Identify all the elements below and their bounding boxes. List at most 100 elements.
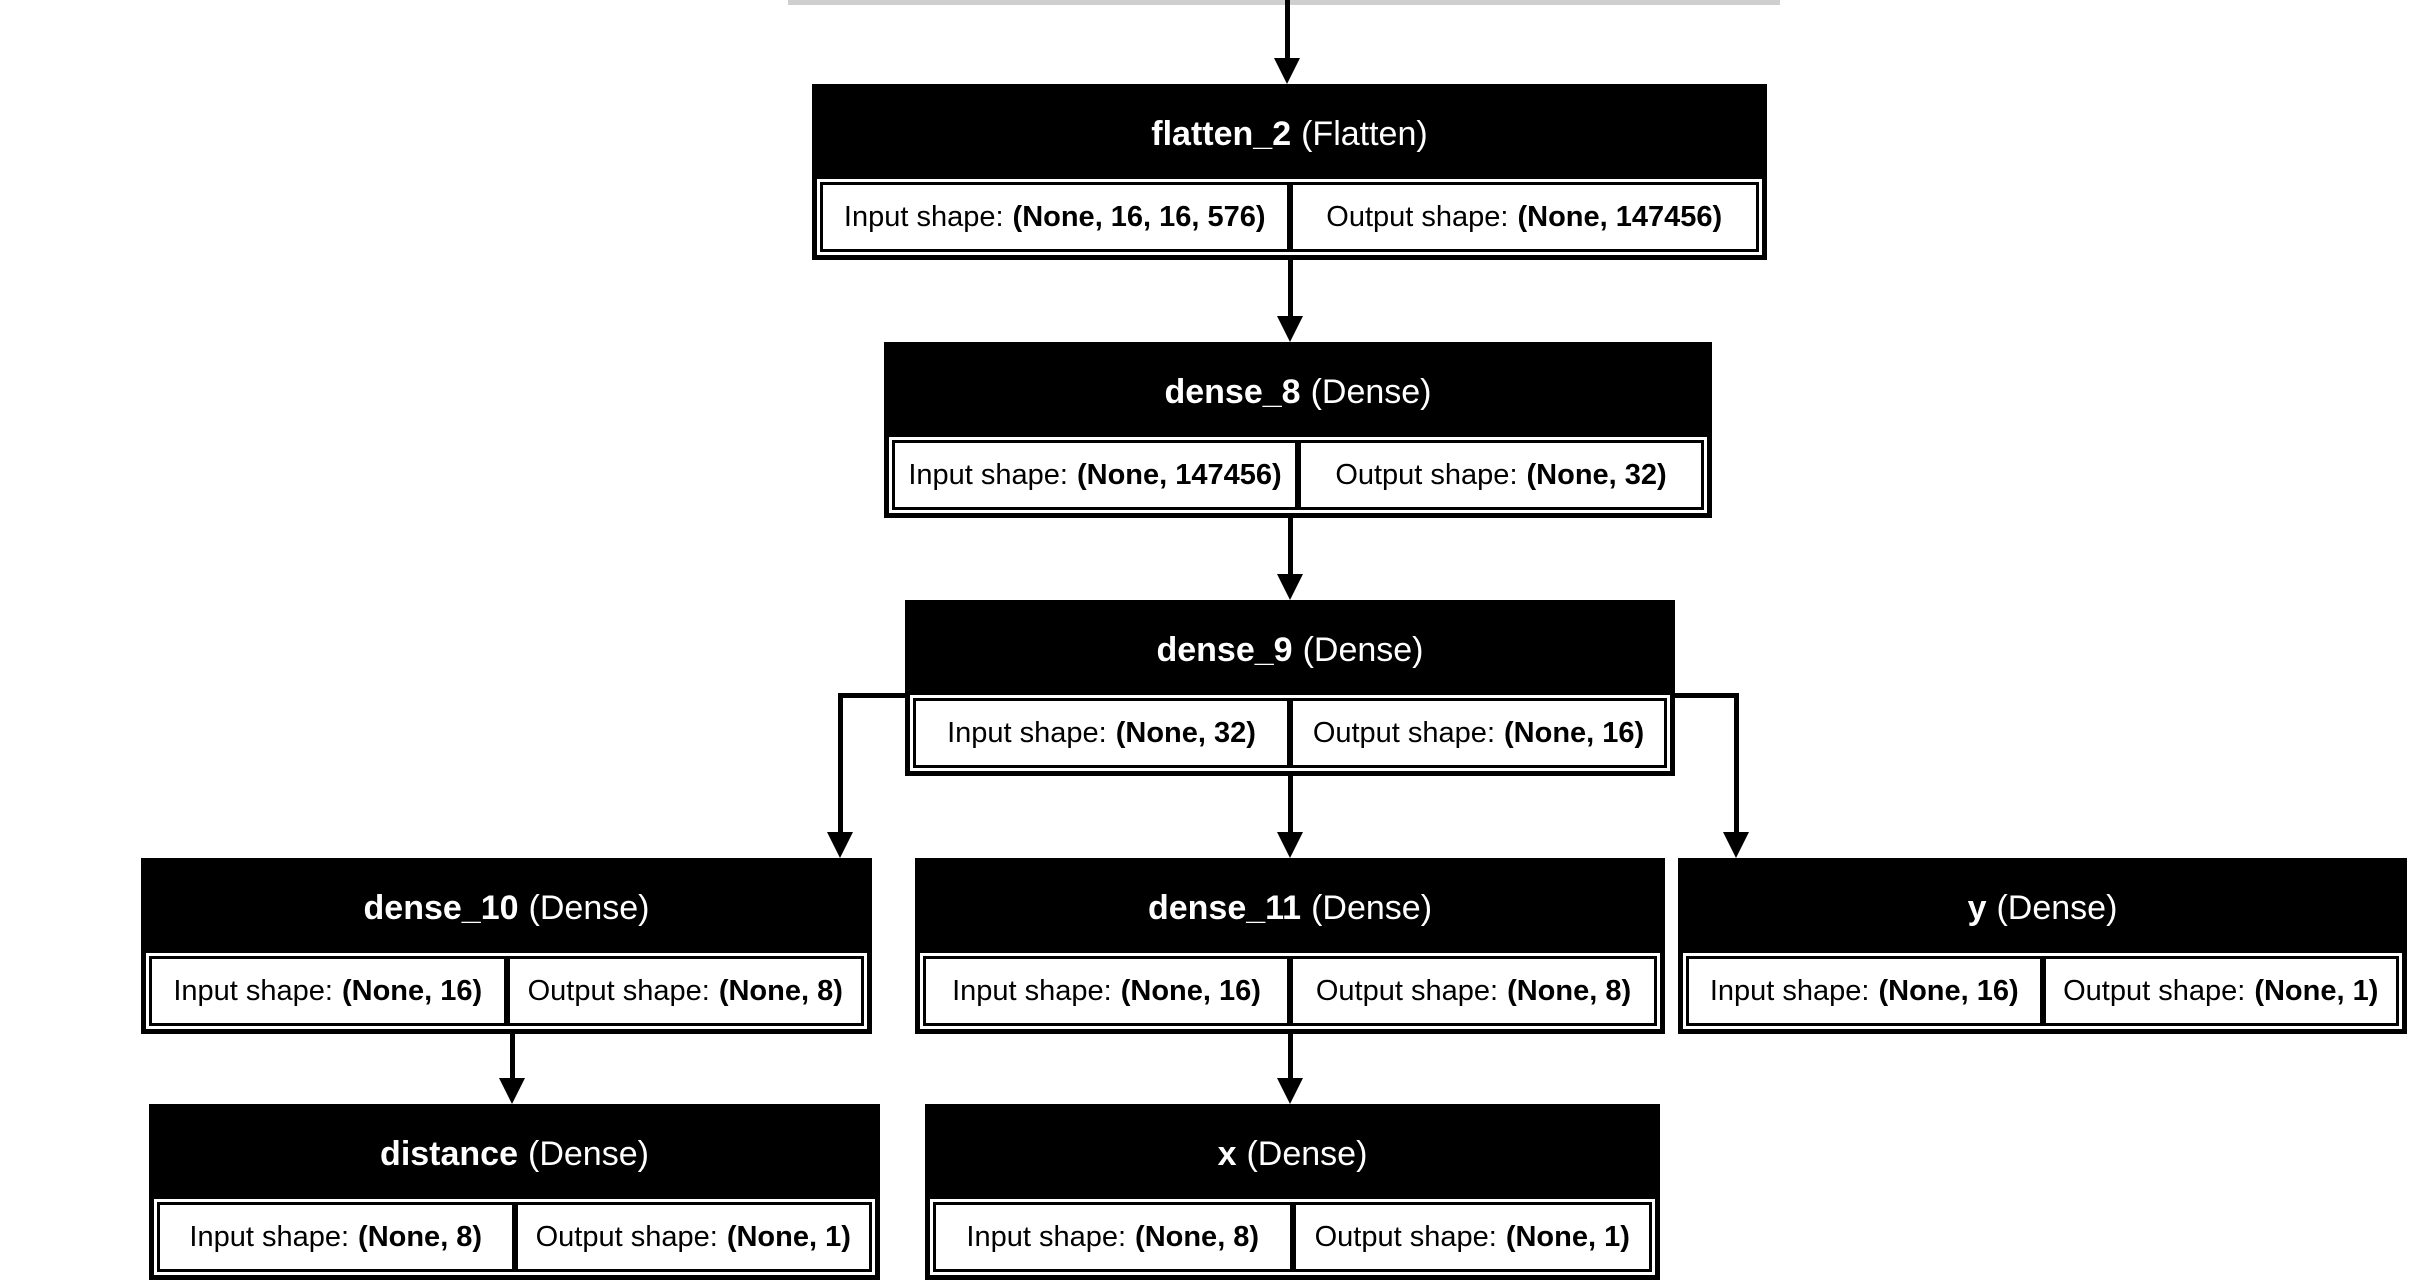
output-shape-cell: Output shape: (None, 8) — [510, 959, 862, 1023]
input-shape-value: (None, 8) — [358, 1220, 483, 1253]
layer-header: dense_8 (Dense) — [889, 347, 1707, 437]
layer-type: (Dense) — [528, 888, 650, 927]
layer-shapes-row: Input shape: (None, 16, 16, 576) Output … — [820, 182, 1759, 252]
input-shape-cell: Input shape: (None, 16) — [152, 959, 510, 1023]
layer-node-dense_11: dense_11 (Dense) Input shape: (None, 16)… — [915, 858, 1665, 1034]
arrow-head-icon — [1277, 316, 1303, 342]
layer-header: distance (Dense) — [154, 1109, 875, 1199]
output-shape-label: Output shape: — [1335, 458, 1518, 491]
layer-header: dense_9 (Dense) — [910, 605, 1670, 695]
layer-header: dense_11 (Dense) — [920, 863, 1660, 953]
output-shape-cell: Output shape: (None, 32) — [1301, 443, 1701, 507]
layer-name: dense_8 — [1164, 372, 1301, 411]
layer-name: dense_10 — [363, 888, 519, 927]
input-shape-cell: Input shape: (None, 16) — [926, 959, 1293, 1023]
layer-shapes-row: Input shape: (None, 8) Output shape: (No… — [157, 1202, 872, 1272]
output-shape-label: Output shape: — [527, 974, 710, 1007]
input-shape-label: Input shape: — [843, 200, 1004, 233]
arrow-head-icon — [499, 1078, 525, 1104]
layer-shapes-row: Input shape: (None, 32) Output shape: (N… — [913, 698, 1667, 768]
layer-shapes-row: Input shape: (None, 16) Output shape: (N… — [149, 956, 864, 1026]
output-shape-label: Output shape: — [1326, 200, 1509, 233]
input-shape-value: (None, 16) — [1120, 974, 1261, 1007]
arrow-head-icon — [1723, 832, 1749, 858]
arrow-shaft — [1288, 260, 1293, 316]
input-shape-cell: Input shape: (None, 8) — [160, 1205, 518, 1269]
layer-header: dense_10 (Dense) — [146, 863, 867, 953]
arrow-elbow-horizontal — [1675, 693, 1739, 698]
output-shape-label: Output shape: — [2063, 974, 2246, 1007]
output-shape-value: (None, 1) — [1505, 1220, 1630, 1253]
output-shape-value: (None, 147456) — [1517, 200, 1723, 233]
input-shape-label: Input shape: — [952, 974, 1112, 1007]
layer-node-flatten_2: flatten_2 (Flatten) Input shape: (None, … — [812, 84, 1767, 260]
layer-type: (Dense) — [1311, 888, 1433, 927]
layer-type: (Flatten) — [1301, 114, 1428, 153]
input-shape-value: (None, 16, 16, 576) — [1012, 200, 1266, 233]
input-shape-value: (None, 147456) — [1076, 458, 1282, 491]
input-shape-cell: Input shape: (None, 8) — [936, 1205, 1296, 1269]
cropped-layer-bottom-edge — [788, 0, 1780, 5]
output-shape-cell: Output shape: (None, 147456) — [1293, 185, 1757, 249]
layer-node-dense_10: dense_10 (Dense) Input shape: (None, 16)… — [141, 858, 872, 1034]
output-shape-cell: Output shape: (None, 1) — [1296, 1205, 1650, 1269]
layer-shapes-row: Input shape: (None, 147456) Output shape… — [892, 440, 1704, 510]
output-shape-value: (None, 16) — [1504, 716, 1645, 749]
input-shape-label: Input shape: — [173, 974, 333, 1007]
output-shape-label: Output shape: — [1314, 1220, 1497, 1253]
input-shape-label: Input shape: — [947, 716, 1107, 749]
layer-header: x (Dense) — [930, 1109, 1655, 1199]
arrow-head-icon — [1277, 574, 1303, 600]
layer-name: x — [1217, 1134, 1237, 1173]
input-shape-value: (None, 16) — [1878, 974, 2019, 1007]
layer-type: (Dense) — [1996, 888, 2118, 927]
output-shape-value: (None, 32) — [1526, 458, 1667, 491]
layer-name: dense_9 — [1156, 630, 1293, 669]
output-shape-cell: Output shape: (None, 8) — [1293, 959, 1654, 1023]
input-shape-cell: Input shape: (None, 147456) — [895, 443, 1301, 507]
arrow-shaft — [510, 1034, 515, 1078]
layer-type: (Dense) — [1246, 1134, 1368, 1173]
input-shape-cell: Input shape: (None, 16, 16, 576) — [823, 185, 1293, 249]
layer-shapes-row: Input shape: (None, 16) Output shape: (N… — [1686, 956, 2399, 1026]
output-shape-label: Output shape: — [1315, 974, 1499, 1007]
layer-node-x: x (Dense) Input shape: (None, 8) Output … — [925, 1104, 1660, 1280]
layer-node-y: y (Dense) Input shape: (None, 16) Output… — [1678, 858, 2407, 1034]
arrow-head-icon — [1277, 1078, 1303, 1104]
layer-name: flatten_2 — [1151, 114, 1292, 153]
output-shape-label: Output shape: — [1312, 716, 1495, 749]
arrow-shaft — [1288, 776, 1293, 832]
arrow-head-icon — [827, 832, 853, 858]
layer-name: dense_11 — [1147, 888, 1302, 927]
input-shape-value: (None, 8) — [1135, 1220, 1260, 1253]
arrow-shaft — [1288, 518, 1293, 574]
output-shape-cell: Output shape: (None, 16) — [1293, 701, 1664, 765]
input-shape-cell: Input shape: (None, 32) — [916, 701, 1293, 765]
arrow-shaft — [1734, 693, 1739, 832]
layer-node-dense_9: dense_9 (Dense) Input shape: (None, 32) … — [905, 600, 1675, 776]
output-shape-value: (None, 1) — [726, 1220, 851, 1253]
input-shape-cell: Input shape: (None, 16) — [1689, 959, 2046, 1023]
layer-type: (Dense) — [1302, 630, 1424, 669]
input-shape-value: (None, 16) — [341, 974, 483, 1007]
output-shape-value: (None, 1) — [2254, 974, 2379, 1007]
arrow-head-icon — [1274, 58, 1300, 84]
input-shape-label: Input shape: — [1709, 974, 1870, 1007]
arrow-elbow-horizontal — [838, 693, 908, 698]
layer-header: y (Dense) — [1683, 863, 2402, 953]
arrow-shaft — [1285, 0, 1290, 58]
layer-header: flatten_2 (Flatten) — [817, 89, 1762, 179]
input-shape-value: (None, 32) — [1115, 716, 1256, 749]
output-shape-value: (None, 8) — [1507, 974, 1632, 1007]
output-shape-label: Output shape: — [535, 1220, 718, 1253]
layer-shapes-row: Input shape: (None, 8) Output shape: (No… — [933, 1202, 1652, 1272]
arrow-shaft — [1288, 1034, 1293, 1078]
layer-name: distance — [380, 1134, 518, 1173]
layer-type: (Dense) — [1310, 372, 1432, 411]
input-shape-label: Input shape: — [966, 1220, 1127, 1253]
arrow-head-icon — [1277, 832, 1303, 858]
input-shape-label: Input shape: — [189, 1220, 350, 1253]
output-shape-cell: Output shape: (None, 1) — [518, 1205, 870, 1269]
layer-node-dense_8: dense_8 (Dense) Input shape: (None, 1474… — [884, 342, 1712, 518]
